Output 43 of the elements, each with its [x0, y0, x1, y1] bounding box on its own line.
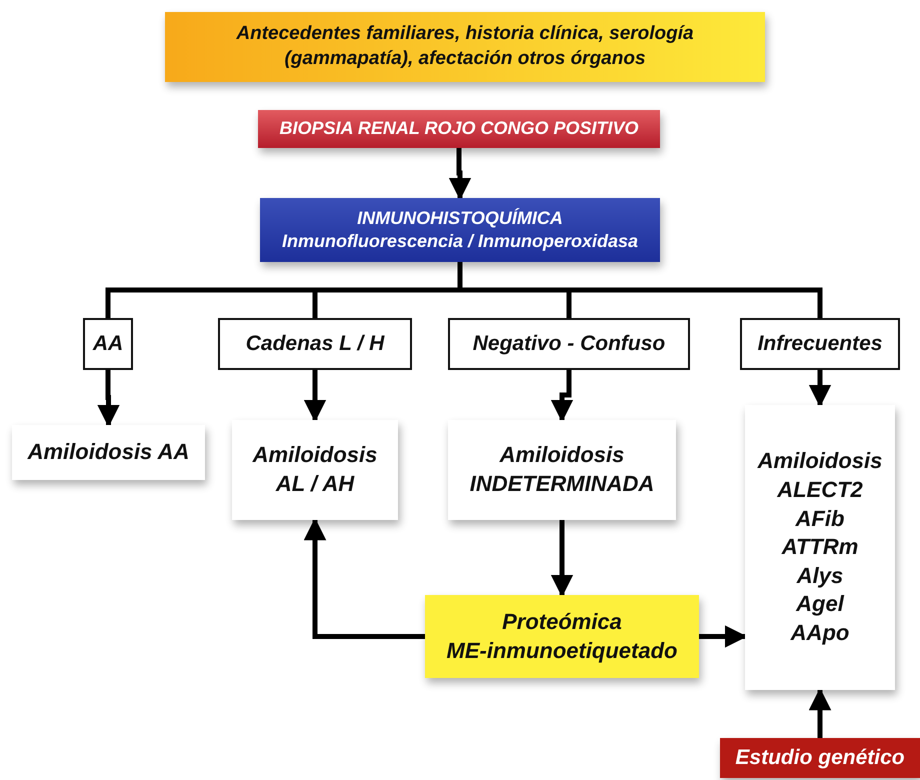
result-box	[232, 420, 398, 520]
result-box	[448, 420, 676, 520]
box-text: Alys	[796, 562, 844, 590]
result-box	[12, 425, 205, 480]
process-box	[425, 595, 699, 678]
arrow	[550, 520, 574, 598]
box-text: INMUNOHISTOQUÍMICA	[357, 206, 563, 230]
process-box	[260, 198, 660, 262]
arrow	[808, 370, 832, 408]
category-box	[83, 318, 133, 370]
box-text: AFib	[796, 504, 844, 533]
arrow	[304, 518, 425, 639]
category-box	[218, 318, 412, 370]
arrow	[448, 148, 472, 200]
box-text: ME-inmunoetiquetado	[446, 636, 678, 665]
box-text: Infrecuentes	[758, 331, 882, 358]
box-text: Negativo - Confuso	[472, 331, 666, 358]
arrow	[699, 625, 748, 648]
process-box	[258, 110, 660, 148]
box-text: Amiloidosis AL / AH	[251, 441, 378, 498]
box-text: Amiloidosis INDETERMINADA	[468, 441, 656, 498]
box-text: Proteómica	[502, 608, 622, 636]
arrow	[304, 370, 326, 422]
category-box	[740, 318, 900, 370]
process-box	[720, 738, 920, 778]
info-box	[165, 12, 765, 82]
box-text: AA	[92, 331, 124, 358]
box-text: Cadenas L / H	[246, 331, 384, 358]
box-text: Estudio genético	[735, 745, 905, 772]
box-text: BIOPSIA RENAL ROJO CONGO POSITIVO	[279, 117, 639, 140]
box-text: Agel	[796, 590, 844, 618]
category-box	[448, 318, 690, 370]
result-box	[745, 405, 895, 690]
box-text: Inmunofluorescencia / Inmunoperoxidasa	[282, 230, 638, 253]
box-text: Amiloidosis	[758, 447, 882, 476]
box-text: ATTRm	[782, 533, 858, 562]
arrow	[550, 370, 574, 422]
box-text: ALECT2	[777, 476, 863, 504]
box-text: Antecedentes familiares, historia clínica, serología (gammapatía), afectación otros órganos	[235, 22, 695, 71]
arrow	[97, 370, 120, 428]
arrow	[808, 688, 832, 738]
box-text: AApo	[790, 618, 850, 647]
box-text: Amiloidosis AA	[28, 438, 190, 466]
